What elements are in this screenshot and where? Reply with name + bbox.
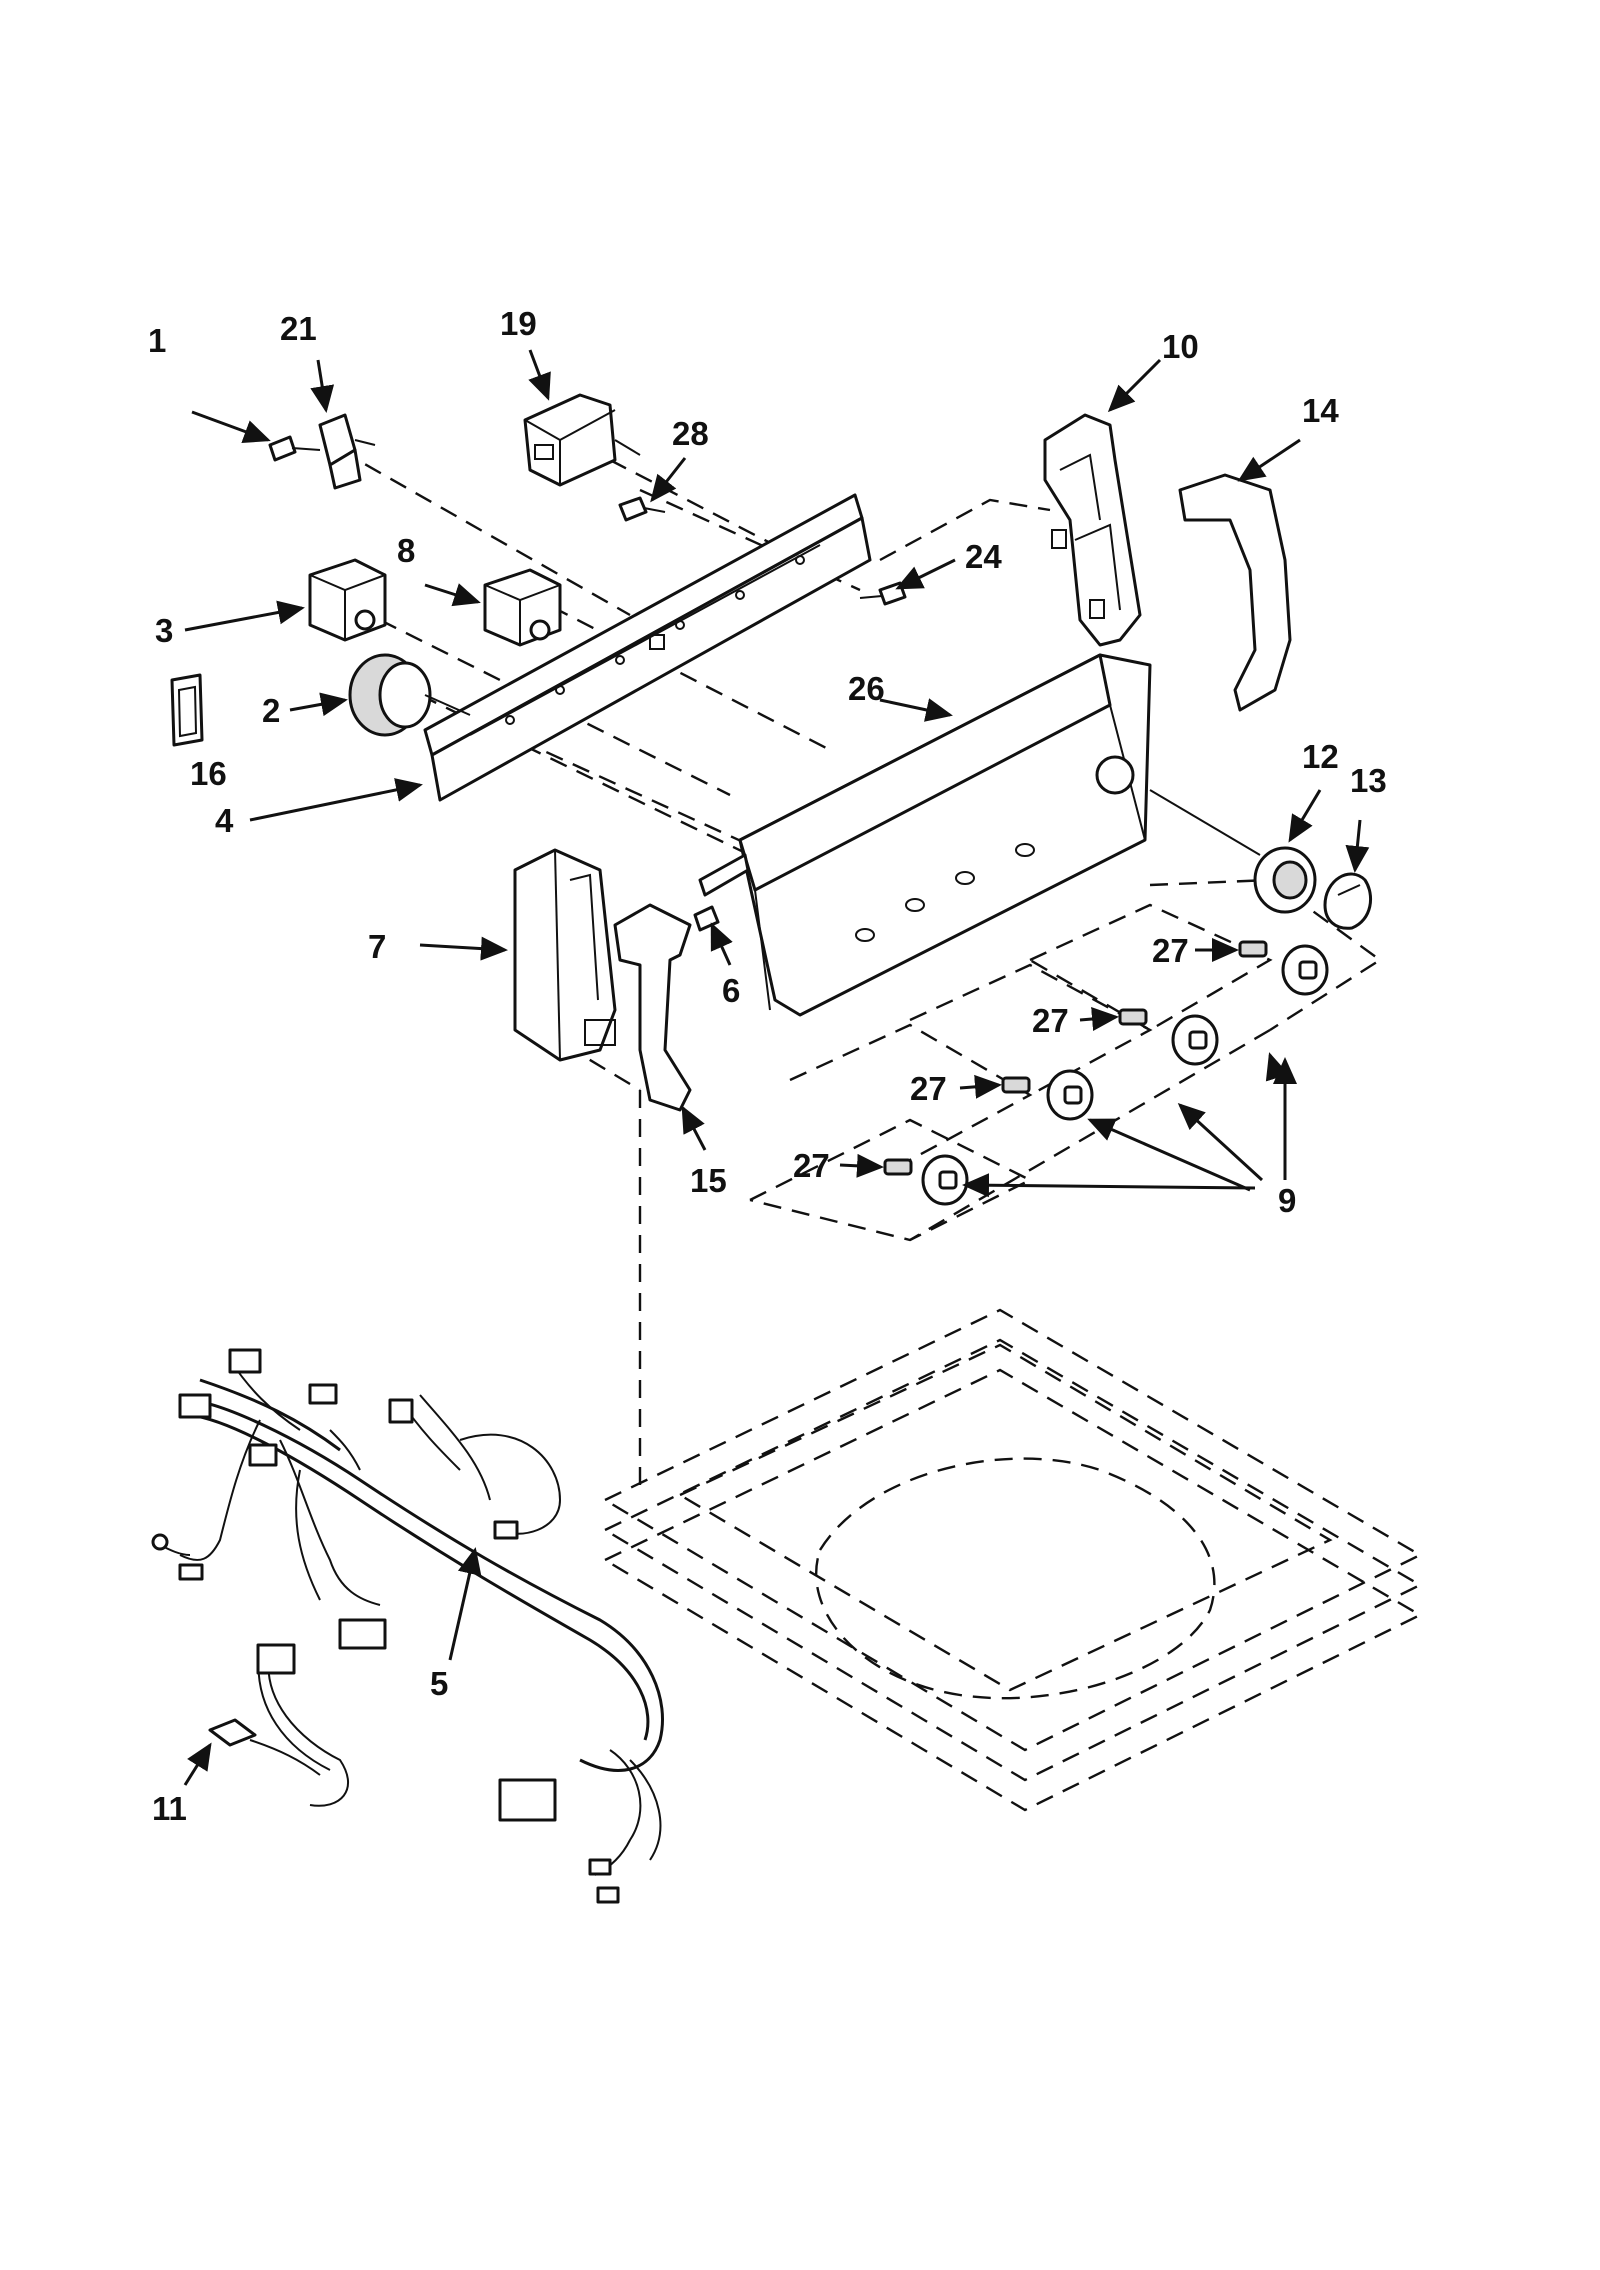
control-bracket[interactable] — [423, 493, 872, 802]
end-cap-10[interactable] — [1043, 413, 1142, 647]
end-trim-14[interactable] — [1178, 473, 1292, 712]
washer-top-outline — [602, 1308, 1423, 1812]
dial-12[interactable] — [1149, 789, 1317, 914]
callouts: 1 2 3 4 5 6 7 8 9 10 11 12 13 14 15 16 1… — [148, 305, 1387, 1827]
console-panel[interactable] — [698, 653, 1152, 1017]
callout-14: 14 — [1302, 392, 1339, 429]
relay-19[interactable] — [523, 393, 641, 487]
spring-27a[interactable] — [1238, 940, 1268, 958]
callout-10: 10 — [1162, 328, 1199, 365]
callout-19: 19 — [500, 305, 537, 342]
callout-27c: 27 — [910, 1070, 947, 1107]
callout-2: 2 — [262, 692, 280, 729]
callout-15: 15 — [690, 1162, 727, 1199]
callout-27b: 27 — [1032, 1002, 1069, 1039]
knob-13[interactable] — [1323, 872, 1373, 930]
callout-16: 16 — [190, 755, 227, 792]
callout-8: 8 — [397, 532, 415, 569]
callout-9: 9 — [1278, 1182, 1296, 1219]
thermistor-11[interactable] — [208, 1718, 321, 1776]
callout-7: 7 — [368, 928, 386, 965]
callout-1: 1 — [148, 322, 166, 359]
end-cap-7[interactable] — [513, 848, 617, 1062]
callout-28: 28 — [672, 415, 709, 452]
callout-27a: 27 — [1152, 932, 1189, 969]
callout-4: 4 — [215, 802, 234, 839]
screw-24[interactable] — [859, 581, 907, 606]
callout-3: 3 — [155, 612, 173, 649]
switch-3[interactable] — [308, 558, 387, 642]
callout-26: 26 — [848, 670, 885, 707]
screw-28[interactable] — [618, 496, 666, 522]
springs-27[interactable] — [883, 940, 1268, 1176]
knob-9a[interactable] — [1281, 944, 1329, 996]
callout-13: 13 — [1350, 762, 1387, 799]
callout-27d: 27 — [793, 1147, 830, 1184]
callout-11: 11 — [152, 1790, 187, 1827]
wire-harness-5[interactable] — [151, 1348, 664, 1904]
callout-21: 21 — [280, 310, 317, 347]
screw-6[interactable] — [693, 905, 720, 932]
callout-6: 6 — [722, 972, 740, 1009]
spring-27c[interactable] — [1001, 1076, 1031, 1094]
callout-12: 12 — [1302, 738, 1339, 775]
switch-21[interactable] — [318, 413, 376, 490]
spring-27b[interactable] — [1118, 1008, 1148, 1026]
timer-2[interactable] — [348, 653, 471, 737]
end-trim-15[interactable] — [613, 903, 692, 1112]
knob-9b[interactable] — [1171, 1014, 1219, 1066]
screw-1[interactable] — [268, 435, 321, 462]
spring-27d[interactable] — [883, 1158, 913, 1176]
leader-lines — [183, 349, 1370, 1786]
label-16[interactable] — [170, 673, 204, 747]
callout-24: 24 — [965, 538, 1002, 575]
switch-8[interactable] — [483, 568, 562, 647]
knob-9d[interactable] — [921, 1154, 969, 1206]
knobs-9[interactable] — [921, 944, 1329, 1206]
callout-5: 5 — [430, 1665, 448, 1702]
knob-9c[interactable] — [1046, 1069, 1094, 1121]
